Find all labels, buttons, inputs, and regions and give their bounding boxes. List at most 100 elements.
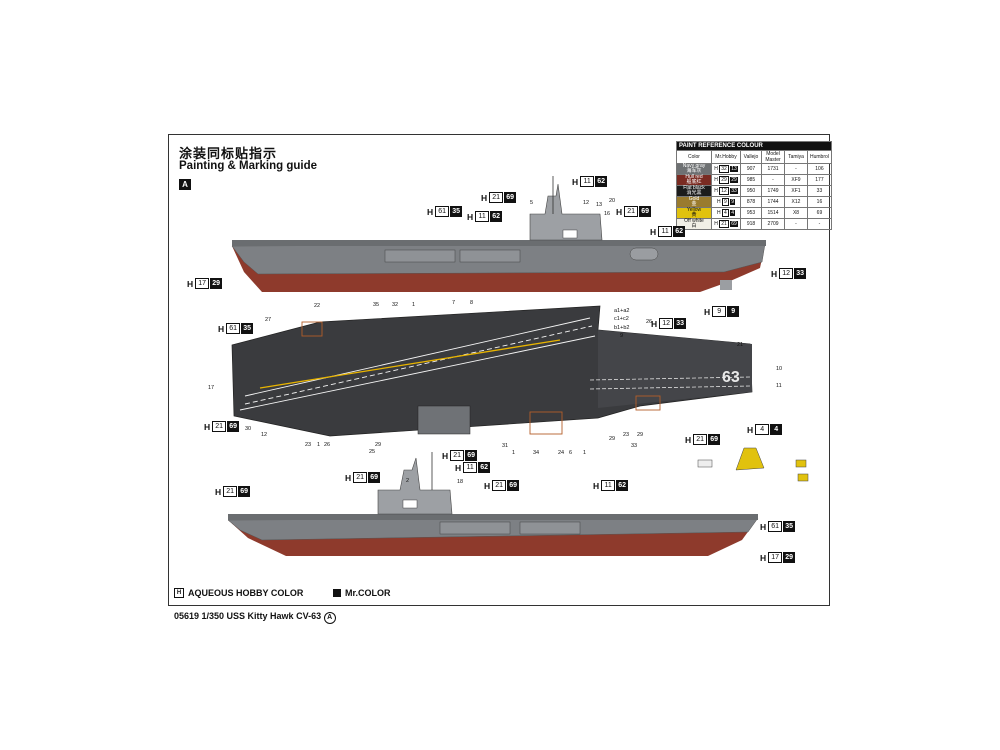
paint-mrhobby: H 29 29 [711, 174, 741, 186]
part-callout: 34 [533, 450, 540, 456]
paint-tamiya: - [784, 218, 808, 230]
part-callout: 12 [261, 432, 268, 438]
island-bottom [377, 457, 453, 515]
part-callout: 22 [314, 303, 321, 309]
part-callout: 17 [208, 385, 215, 391]
part-callout: 1 [317, 442, 321, 448]
yellow-centerline [259, 339, 561, 389]
title-chinese: 涂装同标贴指示 [179, 147, 278, 162]
elevator-top-2 [459, 249, 521, 263]
bow-deck [598, 330, 752, 408]
part-callout: 6 [569, 450, 573, 456]
paint-color-cn: 金 [691, 201, 697, 207]
part-callout: 1 [512, 450, 516, 456]
part-callout: 23 [305, 442, 312, 448]
part-callout: 18 [457, 479, 464, 485]
part-callout: 2 [406, 478, 410, 484]
elevator-bottom-1 [439, 521, 511, 535]
paint-color-cn: 海军灰 [686, 168, 702, 174]
part-callout: 33 [631, 443, 638, 449]
paint-color-name: Gold [688, 196, 700, 202]
part-callout: 30 [245, 426, 252, 432]
part-callout: 21 [737, 342, 744, 348]
elevator-top-1 [384, 249, 456, 263]
deck-hull-number: 63 [722, 369, 740, 386]
footer-text: 05619 1/350 USS Kitty Hawk CV-63 [174, 611, 322, 621]
paint-color-name: Flat black [683, 185, 705, 191]
part-callout: 7 [452, 300, 456, 306]
col-humbrol: Humbrol [807, 150, 832, 164]
part-callout: 31 [502, 443, 509, 449]
deck-equipment [697, 447, 809, 482]
deck-plan-view: 63 [231, 305, 753, 437]
paint-reference-table: PAINT REFERENCE COLOUR Color Mr.Hobby Va… [676, 141, 832, 230]
paint-color-name: Yellow [686, 207, 702, 213]
aqueous-legend-box: H [174, 588, 184, 598]
part-callout: c1+c2 [614, 316, 629, 322]
part-callout: 35 [373, 302, 380, 308]
paint-color-cn: 消光黑 [686, 190, 702, 196]
paint-table-header: Color Mr.Hobby Vallejo Model Master Tami… [676, 150, 832, 164]
catapult-line-1 [589, 376, 751, 381]
section-marker: A [179, 179, 191, 190]
legend-mrcolor: Mr.COLOR [333, 588, 391, 598]
mrcolor-legend-label: Mr.COLOR [345, 588, 391, 598]
aqueous-legend-label: AQUEOUS HOBBY COLOR [188, 588, 304, 598]
part-callout: a1+a2 [614, 308, 630, 314]
part-callout: 20 [609, 198, 616, 204]
part-callout: 9 [620, 333, 624, 339]
angled-deck-line-1 [244, 317, 591, 397]
paint-color-cn: 白 [691, 223, 697, 229]
part-callout: 8 [470, 300, 474, 306]
col-modelmaster: Model Master [761, 150, 785, 164]
tug-yellow-1 [795, 459, 807, 468]
mrcolor-legend-box [333, 589, 341, 597]
island-top [529, 183, 603, 241]
part-callout: 29 [609, 436, 616, 442]
part-callout: 10 [776, 366, 783, 372]
part-callout: 26 [324, 442, 331, 448]
tug-yellow-2 [797, 473, 809, 482]
part-callout: 5 [530, 200, 534, 206]
part-callout: 1 [412, 302, 416, 308]
part-callout: 1 [583, 450, 587, 456]
part-callout: 27 [265, 317, 272, 323]
paint-humbrol: - [807, 218, 832, 230]
part-callout: 29 [375, 442, 382, 448]
part-callout: 11 [776, 383, 782, 389]
part-callout: 13 [596, 202, 603, 208]
part-callout: 32 [392, 302, 399, 308]
elevator-bottom-2 [519, 521, 581, 535]
paint-color-name: Navy gray [682, 163, 706, 169]
part-callout: b1+b2 [614, 325, 630, 331]
paint-color-cn: 黄 [691, 212, 697, 218]
paint-color-name: Hull red [685, 174, 703, 180]
elevator-plan-1 [301, 321, 323, 337]
flight-deck-edge-top [232, 240, 766, 246]
title-english: Painting & Marking guide [179, 160, 318, 172]
footer-caption: 05619 1/350 USS Kitty Hawk CV-63 A [174, 611, 336, 624]
part-callout: 12 [583, 200, 590, 206]
paint-color-name: Off white [684, 218, 704, 224]
profile-view-top [231, 176, 766, 292]
part-callout: 26 [646, 319, 653, 325]
